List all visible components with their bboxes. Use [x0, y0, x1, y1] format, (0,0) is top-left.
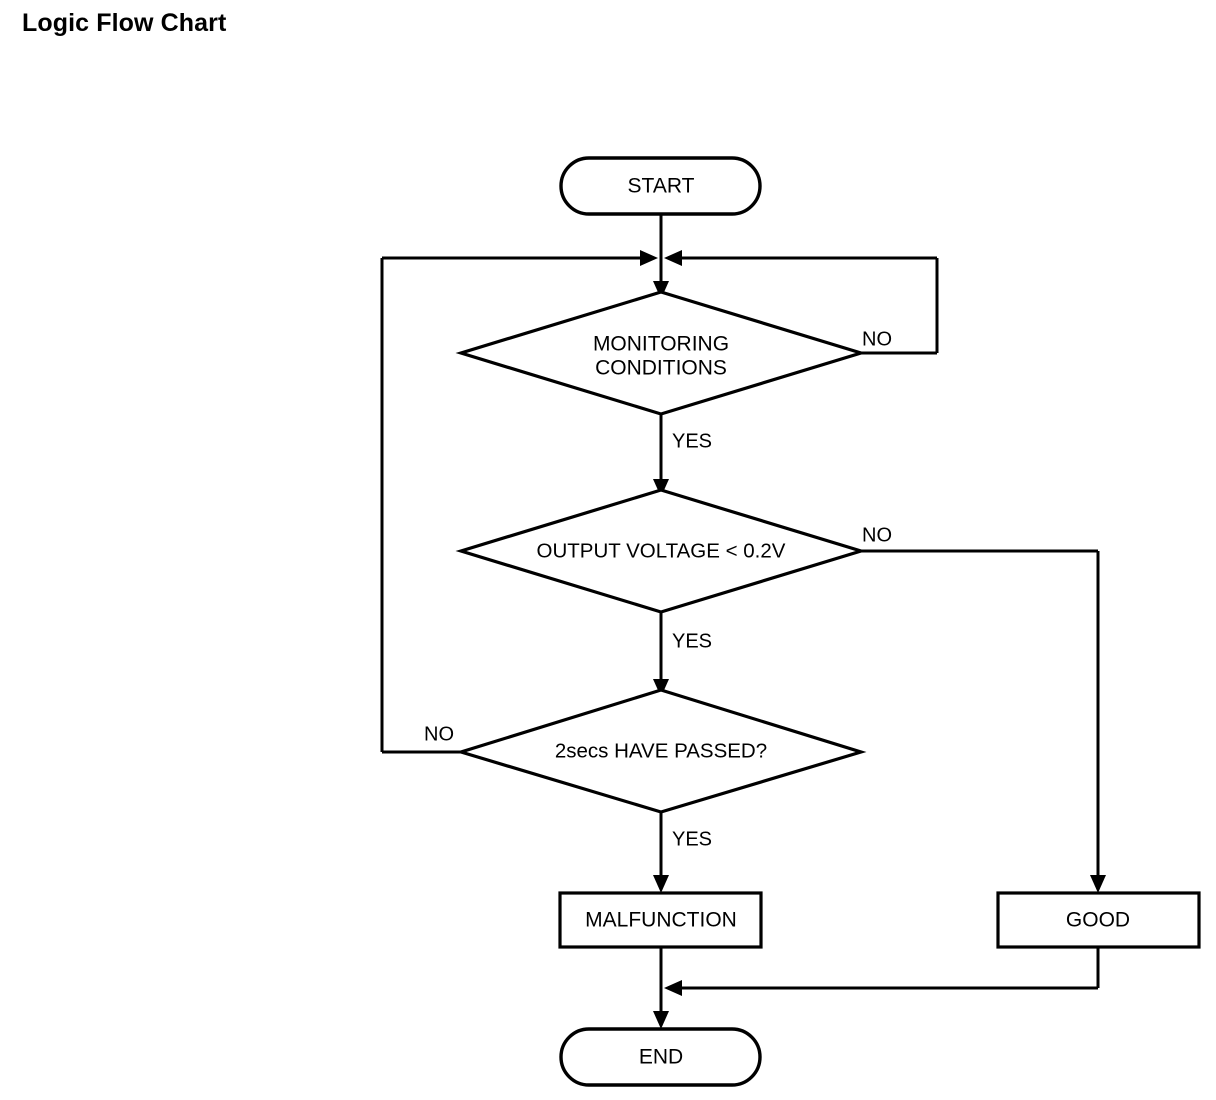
edge-label-monitoring-no: NO	[862, 328, 892, 350]
timer-label: 2secs HAVE PASSED?	[555, 739, 767, 762]
arrowhead-into-voltage	[653, 479, 669, 497]
voltage-label: OUTPUT VOLTAGE < 0.2V	[537, 539, 786, 562]
arrowhead-into-monitoring	[653, 281, 669, 299]
start-label: START	[628, 175, 695, 198]
node-output-voltage: OUTPUT VOLTAGE < 0.2V	[455, 488, 867, 614]
end-shape	[559, 1027, 762, 1087]
node-end: END	[559, 1027, 762, 1087]
malfunction-label: MALFUNCTION	[585, 909, 737, 932]
arrowhead-good-join	[664, 980, 682, 996]
page-title: Logic Flow Chart	[22, 9, 227, 37]
arrowhead-into-timer	[653, 679, 669, 697]
good-shape	[996, 891, 1201, 949]
arrowhead-into-malfunction	[653, 875, 669, 893]
node-monitoring-conditions: MONITORING CONDITIONS	[455, 290, 867, 416]
node-start: START	[559, 156, 762, 216]
good-label: GOOD	[1066, 909, 1130, 932]
edge-label-monitoring-yes: YES	[672, 430, 712, 452]
node-malfunction: MALFUNCTION	[558, 891, 763, 949]
edge-label-voltage-no: NO	[862, 524, 892, 546]
edge-label-voltage-yes: YES	[672, 630, 712, 652]
monitoring-label-line1: MONITORING	[593, 333, 729, 356]
edge-label-timer-yes: YES	[672, 828, 712, 850]
malfunction-shape	[558, 891, 763, 949]
edge-label-timer-no: NO	[424, 723, 454, 745]
end-label: END	[639, 1046, 683, 1069]
arrowhead-into-good	[1090, 875, 1106, 893]
arrowhead-right-loop-return	[664, 250, 682, 266]
arrowhead-left-loop-return	[640, 250, 658, 266]
monitoring-label-line2: CONDITIONS	[595, 357, 727, 380]
arrowhead-into-end	[653, 1011, 669, 1029]
node-good: GOOD	[996, 891, 1201, 949]
node-timer-check: 2secs HAVE PASSED?	[455, 688, 867, 814]
